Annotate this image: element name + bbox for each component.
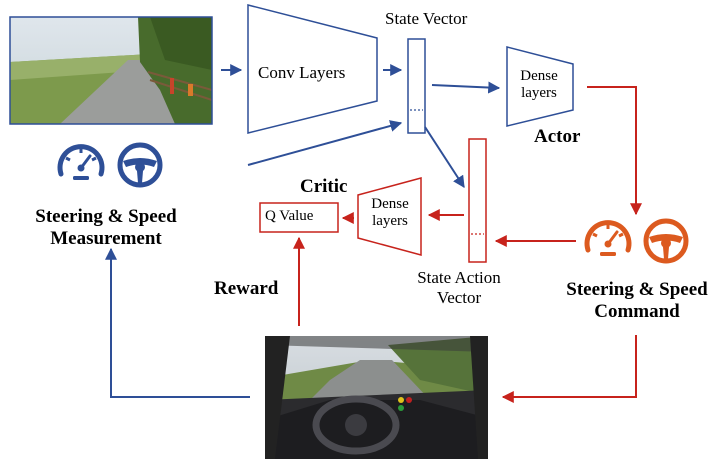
steering-wheel-icon [643,218,689,264]
reward-label: Reward [214,278,279,299]
q-value-label: Q Value [265,208,314,224]
actor-dense-label: Dense layers [508,68,570,103]
actor-label: Actor [534,126,581,147]
critic-label: Critic [300,176,348,197]
critic-dense-label-line1: Dense [371,196,409,212]
arrow-actor-to-command [587,86,642,216]
command-label-line1: Steering & Speed [566,279,708,300]
critic-dense-block [357,177,422,256]
actor-dense-block [506,46,574,127]
measurement-label: Steering & Speed Measurement [18,206,194,250]
command-label: Steering & Speed Command [552,279,722,323]
critic-dense-label: Dense layers [360,196,420,231]
actor-dense-label-line2: layers [521,85,557,102]
car-interior-image [265,336,488,459]
arrow-state-to-actor [431,81,501,94]
state-vector-label: State Vector [385,9,468,28]
actor-dense-label-line1: Dense [520,68,558,84]
command-label-line2: Command [594,300,680,322]
arrow-image-to-measure [105,247,250,398]
state-action-vector-label-line1: State Action [417,268,501,287]
arrow-measure-to-state [247,120,403,166]
state-action-vector-label: State Action Vector [403,268,515,307]
speedometer-icon [57,144,105,180]
steering-wheel-icon [117,142,163,188]
state-action-vector-block [468,138,487,263]
speedometer-icon [584,220,632,256]
measurement-label-line2: Measurement [50,227,162,249]
state-action-vector-label-line2: Vector [436,287,482,307]
q-value-box [259,202,339,233]
measurement-label-line1: Steering & Speed [35,206,177,227]
arrow-command-to-image [501,335,637,403]
conv-layers-block [247,4,378,134]
state-vector-block [407,38,426,134]
conv-layers-label: Conv Layers [258,63,346,82]
critic-dense-label-line2: layers [372,213,408,230]
road-camera-image [9,16,213,125]
arrow-state-to-sav [424,126,465,189]
